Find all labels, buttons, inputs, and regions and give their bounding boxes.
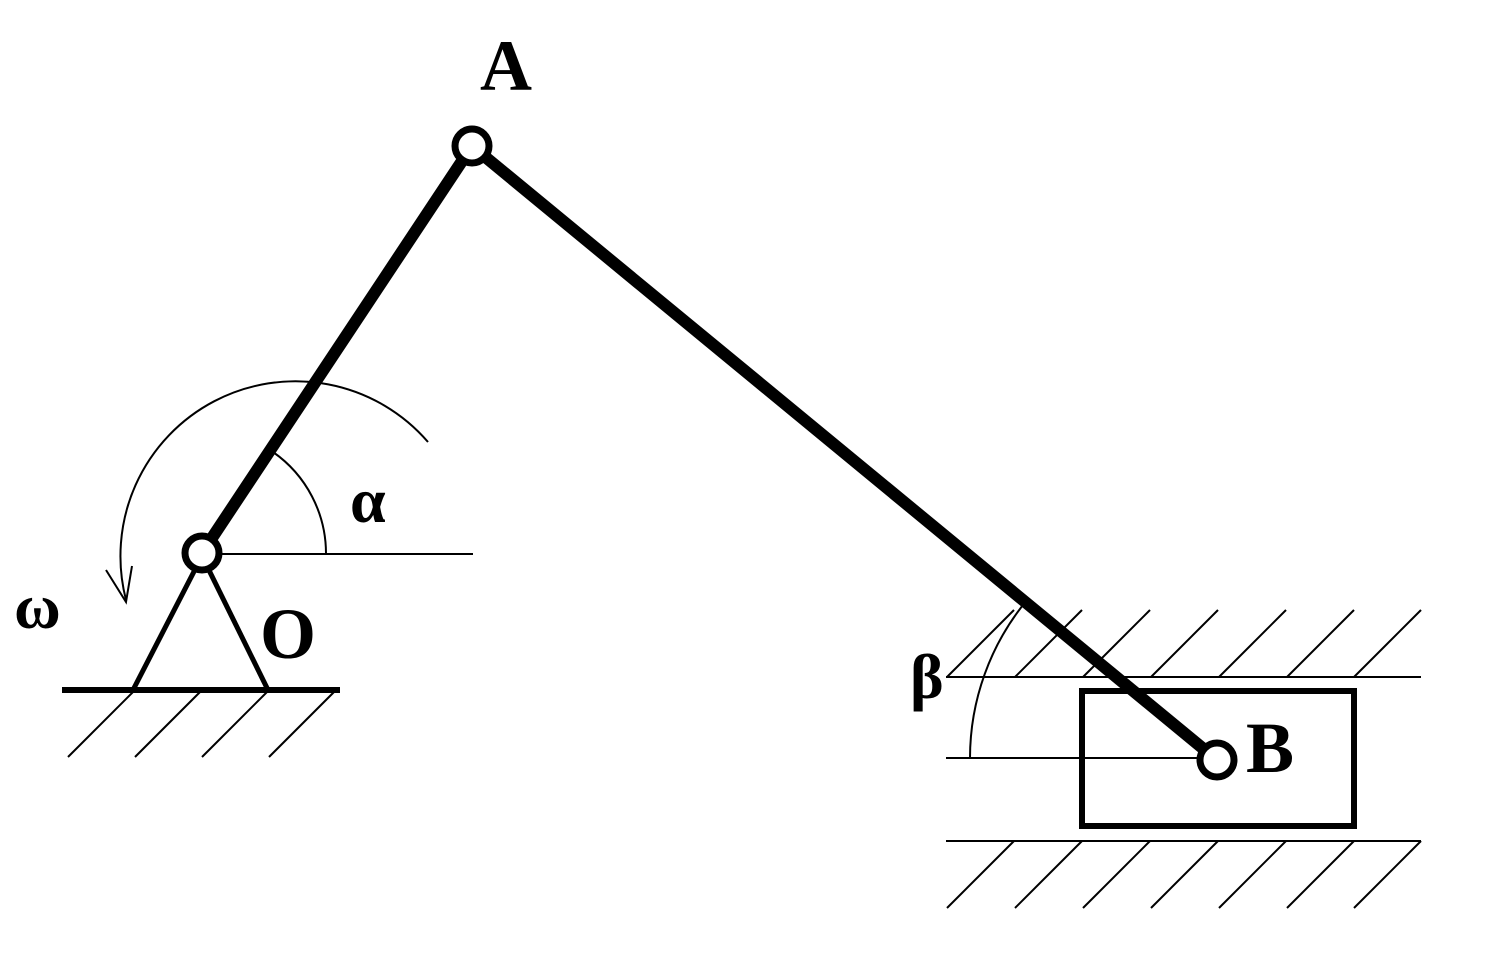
label-alpha: α xyxy=(350,465,386,536)
label-A: A xyxy=(480,26,532,106)
label-O: O xyxy=(260,594,316,674)
guide-top-hatch xyxy=(946,609,1422,678)
support-leg-right xyxy=(199,554,271,692)
ground-hatch-left xyxy=(67,689,337,758)
slider-block xyxy=(1079,688,1357,829)
connecting-rod-AB xyxy=(468,141,1221,765)
support-leg-left xyxy=(130,554,205,692)
crank-OA xyxy=(197,142,477,557)
label-beta: β xyxy=(910,641,944,712)
beta-angle-arc xyxy=(969,599,1028,759)
guide-bottom-hatch xyxy=(946,840,1422,909)
label-omega: ω xyxy=(14,571,61,642)
omega-rotation-arc xyxy=(119,380,429,601)
joint-A xyxy=(451,125,493,167)
label-B: B xyxy=(1246,708,1294,788)
omega-arrowhead-icon xyxy=(105,565,133,605)
joint-B xyxy=(1196,739,1238,781)
slider-guide xyxy=(946,609,1422,909)
fixed-support-O xyxy=(62,554,340,758)
alpha-angle-arc xyxy=(272,451,328,555)
joint-O xyxy=(181,532,223,574)
